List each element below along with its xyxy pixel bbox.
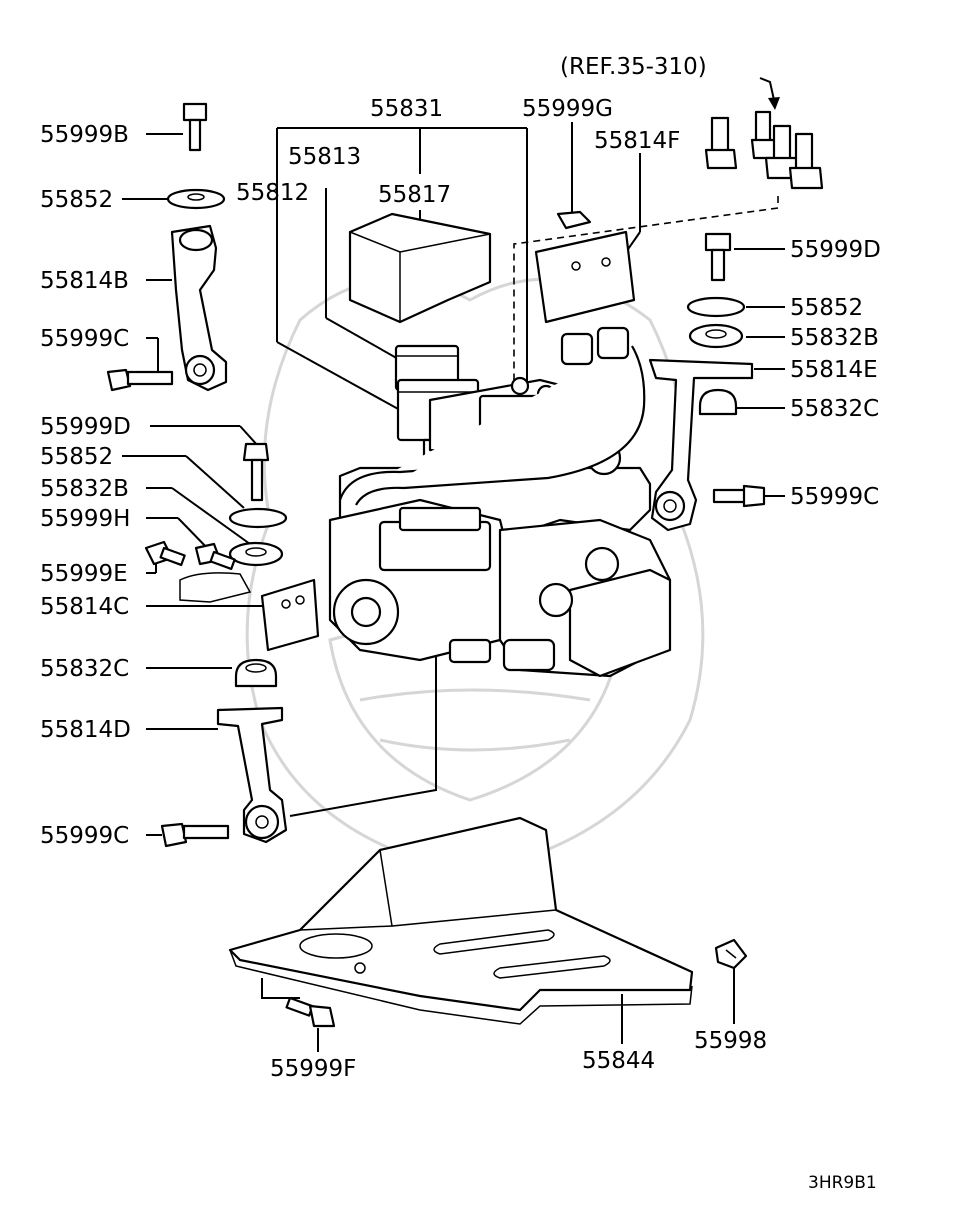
bushing-55832C-left: [234, 658, 278, 688]
label-55999H: 55999H: [40, 506, 130, 532]
label-55999C-bottom: 55999C: [40, 823, 129, 849]
hydraulic-unit-55831: [328, 326, 672, 678]
label-55844: 55844: [582, 1048, 655, 1074]
label-55814C: 55814C: [40, 594, 129, 620]
cover-55844: [228, 816, 694, 1025]
label-55852-left: 55852: [40, 444, 113, 470]
relay-box-55817: [348, 212, 492, 324]
bushing-55832B-left: [228, 541, 284, 567]
washer-55852-left: [228, 507, 288, 529]
bolt-55999C-left: [106, 368, 174, 392]
label-55814E: 55814E: [790, 357, 878, 383]
bushing-55832B-right: [688, 323, 744, 349]
washer-55852-right: [686, 296, 746, 318]
bolt-55999G: [556, 210, 592, 230]
label-55814D: 55814D: [40, 717, 131, 743]
bolts-55999H-55999E: [144, 540, 252, 603]
bracket-55814C: [260, 578, 320, 652]
bracket-55814D: [216, 706, 288, 844]
label-55999B: 55999B: [40, 122, 129, 148]
clip-55998: [714, 938, 748, 970]
bolt-55999D-right: [704, 232, 732, 282]
label-55817: 55817: [378, 182, 451, 208]
ref-label: (REF.35-310): [560, 54, 707, 80]
label-55852-right: 55852: [790, 295, 863, 321]
label-55852-top: 55852: [40, 187, 113, 213]
bracket-55814E: [648, 358, 754, 532]
label-55999E: 55999E: [40, 561, 128, 587]
label-55998: 55998: [694, 1028, 767, 1054]
bushing-55832C-right: [698, 388, 738, 416]
label-55999G: 55999G: [522, 96, 613, 122]
label-55832B-right: 55832B: [790, 325, 879, 351]
label-55999C-left: 55999C: [40, 326, 129, 352]
bracket-55814B: [170, 224, 228, 392]
label-55814B: 55814B: [40, 268, 129, 294]
bolt-55999D-left: [242, 442, 270, 502]
label-55999F: 55999F: [270, 1056, 356, 1082]
bolt-55999C-right: [712, 484, 766, 508]
label-55813: 55813: [288, 144, 361, 170]
label-55814F: 55814F: [594, 128, 680, 154]
bracket-55814F: [534, 230, 636, 324]
bolt-55999B: [182, 102, 208, 152]
bolt-55999F: [285, 996, 336, 1028]
ref-nuts: [704, 110, 824, 190]
label-55999D-right: 55999D: [790, 237, 881, 263]
label-55832C-left: 55832C: [40, 656, 129, 682]
part-labels: (REF.35-310) 55831 55999G 55813 55814F 5…: [40, 54, 881, 1193]
label-55999D-left: 55999D: [40, 414, 131, 440]
label-55832C-right: 55832C: [790, 396, 879, 422]
washer-55852-top: [166, 188, 226, 210]
label-55831: 55831: [370, 96, 443, 122]
diagram-code: 3HR9B1: [808, 1173, 877, 1193]
label-55999C-right: 55999C: [790, 484, 879, 510]
label-55812: 55812: [236, 180, 309, 206]
label-55832B-left: 55832B: [40, 476, 129, 502]
bolt-55999C-bottom: [160, 822, 230, 848]
